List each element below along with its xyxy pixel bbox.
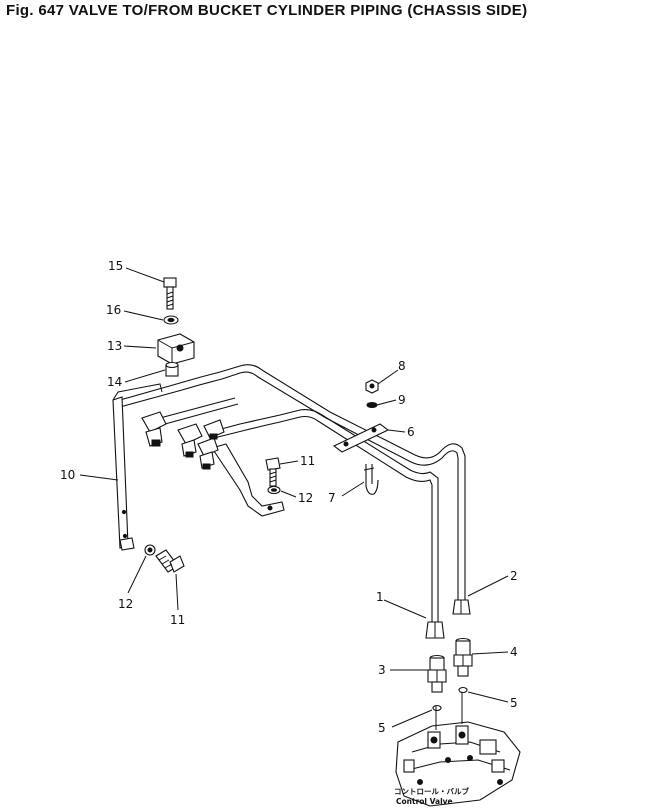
bolt-11-lower [155, 549, 185, 573]
callout-12-upper: 12 [298, 491, 313, 505]
control-valve-label-jp: コントロール・バルブ [394, 786, 469, 796]
u-bolt-7 [363, 464, 379, 495]
callout-8: 8 [398, 359, 406, 373]
sleeve-14 [165, 361, 179, 377]
nut-8 [365, 379, 379, 394]
adapter-4 [453, 637, 473, 677]
callout-11-lower: 11 [170, 613, 185, 627]
elbow-fittings [141, 411, 225, 470]
callout-15: 15 [108, 259, 123, 273]
pipe-assembly [119, 364, 466, 622]
o-ring-5-right [458, 686, 468, 694]
leader-lines [79, 267, 509, 728]
callout-2: 2 [510, 569, 518, 583]
bolt-15 [163, 277, 177, 310]
control-valve-label-en: Control Valve [396, 797, 453, 806]
callout-5-right: 5 [510, 696, 518, 710]
callout-6: 6 [407, 425, 415, 439]
callout-11-upper: 11 [300, 454, 315, 468]
callout-16: 16 [106, 303, 121, 317]
adapter-3 [427, 654, 447, 693]
pipe-end-nut-2 [452, 599, 471, 615]
callout-12-lower: 12 [118, 597, 133, 611]
callout-4: 4 [510, 645, 518, 659]
pipe-end-nut-1 [425, 621, 445, 639]
lower-bracket [211, 443, 285, 517]
clamp-13 [157, 333, 195, 365]
callout-labels: 15 16 13 14 8 9 6 11 12 7 10 12 11 2 1 4… [60, 259, 518, 735]
callout-7: 7 [328, 491, 336, 505]
callout-1: 1 [376, 590, 384, 604]
control-valve [395, 692, 521, 807]
callout-10: 10 [60, 468, 75, 482]
bolt-11-upper [265, 457, 281, 487]
washer-9 [366, 402, 378, 408]
callout-3: 3 [378, 663, 386, 677]
callout-14: 14 [107, 375, 122, 389]
o-ring-5-left [432, 704, 442, 712]
figure-title: Fig. 647 VALVE TO/FROM BUCKET CYLINDER P… [6, 2, 528, 19]
callout-9: 9 [398, 393, 406, 407]
callout-5-left: 5 [378, 721, 386, 735]
support-bracket [112, 383, 163, 551]
callout-13: 13 [107, 339, 122, 353]
